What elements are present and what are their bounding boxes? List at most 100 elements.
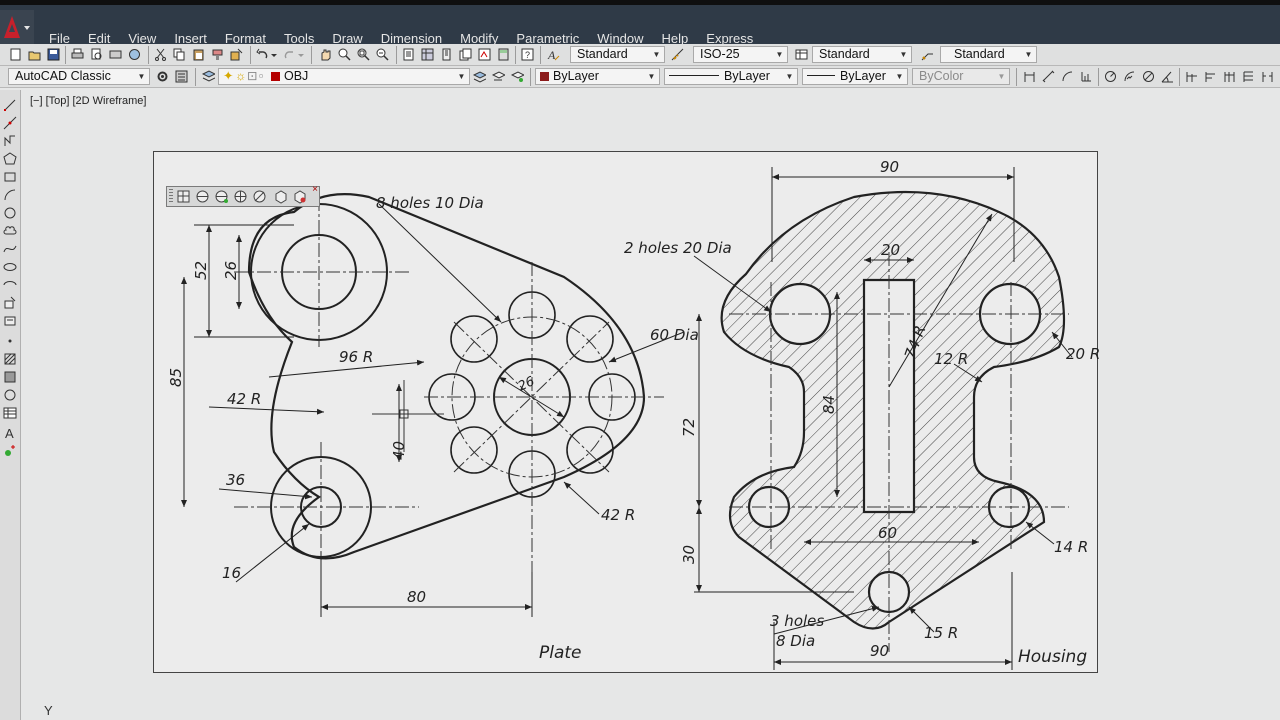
ordinate-dimension-icon[interactable] [1079,69,1094,84]
publish-3d-icon[interactable] [127,47,142,62]
menu-format[interactable]: Format [224,31,266,46]
menu-help[interactable]: Help [661,31,689,46]
design-center-icon[interactable] [420,47,435,62]
continue-dimension-icon[interactable] [1222,69,1237,84]
circle-icon[interactable] [3,206,17,220]
menu-edit[interactable]: Edit [87,31,111,46]
table-style-icon[interactable] [794,47,809,62]
layer-previous-icon[interactable] [491,69,506,84]
workspace-settings-icon[interactable] [155,69,170,84]
text-style-icon[interactable]: A [546,47,561,62]
undo-icon[interactable] [255,47,270,62]
save-icon[interactable] [46,47,61,62]
pan-icon[interactable] [318,47,333,62]
swivel-icon[interactable] [273,189,288,204]
menu-tools[interactable]: Tools [284,31,315,46]
paste-icon[interactable] [191,47,206,62]
layer-states-icon[interactable] [510,69,525,84]
dim-style-select[interactable]: ISO-25▼ [693,46,788,63]
multileader-style-select[interactable]: Standard▼ [940,46,1037,63]
add-selected-icon[interactable] [3,444,17,458]
redo-icon[interactable] [282,47,297,62]
close-icon[interactable]: × [312,184,318,195]
dimension-break-icon[interactable] [1260,69,1275,84]
viewport-label[interactable]: [−] [Top] [2D Wireframe] [30,95,147,107]
menu-draw[interactable]: Draw [332,31,363,46]
continuous-orbit-icon[interactable] [233,189,248,204]
workspace-select[interactable]: AutoCAD Classic▼ [8,68,150,85]
revision-cloud-icon[interactable] [3,224,17,238]
plot-preview-icon[interactable] [89,47,104,62]
menu-dimension[interactable]: Dimension [380,31,443,46]
polyline-icon[interactable] [3,134,17,148]
lineweight-select[interactable]: ByLayer▼ [802,68,908,85]
angular-dimension-icon[interactable] [1160,69,1175,84]
menu-insert[interactable]: Insert [174,31,207,46]
walk-icon[interactable] [292,189,307,204]
open-icon[interactable] [27,47,42,62]
ellipse-icon[interactable] [3,260,17,274]
new-icon[interactable] [8,47,23,62]
table-icon[interactable] [3,406,17,420]
multileader-style-icon[interactable] [920,47,935,62]
menu-file[interactable]: File [49,31,70,46]
linear-dimension-icon[interactable] [1022,69,1037,84]
plot-icon[interactable] [70,47,85,62]
calculator-icon[interactable] [496,47,511,62]
markup-set-icon[interactable] [477,47,492,62]
free-orbit-icon[interactable] [214,189,229,204]
layer-properties-icon[interactable] [201,69,216,84]
table-style-select[interactable]: Standard▼ [812,46,912,63]
match-properties-icon[interactable] [210,47,225,62]
menu-view[interactable]: View [128,31,157,46]
menu-modify[interactable]: Modify [460,31,499,46]
make-current-layer-icon[interactable] [472,69,487,84]
dimension-space-icon[interactable] [1241,69,1256,84]
orbit-icon[interactable] [195,189,210,204]
undo-dropdown-icon[interactable] [270,47,278,62]
cut-icon[interactable] [153,47,168,62]
arc-length-icon[interactable] [1060,69,1075,84]
sheet-set-icon[interactable] [458,47,473,62]
multiline-text-icon[interactable]: A [3,426,17,441]
view-icon[interactable] [176,189,191,204]
text-style-select[interactable]: Standard▼ [570,46,665,63]
properties-icon[interactable] [401,47,416,62]
region-icon[interactable] [3,388,17,402]
adjust-distance-icon[interactable] [252,189,267,204]
line-icon[interactable] [3,98,17,112]
block-editor-icon[interactable] [229,47,244,62]
spline-icon[interactable] [3,242,17,256]
toolbar-grip[interactable] [169,189,173,204]
layer-select[interactable]: ✦☼⊡▫OBJ ▼ [218,68,470,85]
radius-dimension-icon[interactable] [1103,69,1118,84]
copy-icon[interactable] [172,47,187,62]
baseline-dimension-icon[interactable] [1203,69,1218,84]
menu-parametric[interactable]: Parametric [516,31,580,46]
arc-icon[interactable] [3,188,17,202]
aligned-dimension-icon[interactable] [1041,69,1056,84]
publish-icon[interactable] [108,47,123,62]
redo-dropdown-icon[interactable] [297,47,305,62]
dim-style-icon[interactable] [670,47,685,62]
make-block-icon[interactable] [3,314,17,328]
layer-manager-icon[interactable] [174,69,189,84]
zoom-previous-icon[interactable] [375,47,390,62]
quick-dimension-icon[interactable] [1184,69,1199,84]
help-icon[interactable]: ? [520,47,535,62]
construction-line-icon[interactable] [3,116,17,130]
color-select[interactable]: ByLayer▼ [535,68,660,85]
jogged-dimension-icon[interactable] [1122,69,1137,84]
gradient-icon[interactable] [3,370,17,384]
menu-window[interactable]: Window [597,31,644,46]
tool-palettes-icon[interactable] [439,47,454,62]
zoom-realtime-icon[interactable] [337,47,352,62]
diameter-dimension-icon[interactable] [1141,69,1156,84]
zoom-window-icon[interactable] [356,47,371,62]
app-logo-icon[interactable] [0,10,34,44]
hatch-icon[interactable] [3,352,17,366]
point-icon[interactable] [3,334,17,348]
menu-express[interactable]: Express [706,31,754,46]
insert-block-icon[interactable] [3,296,17,310]
polygon-icon[interactable] [3,152,17,166]
